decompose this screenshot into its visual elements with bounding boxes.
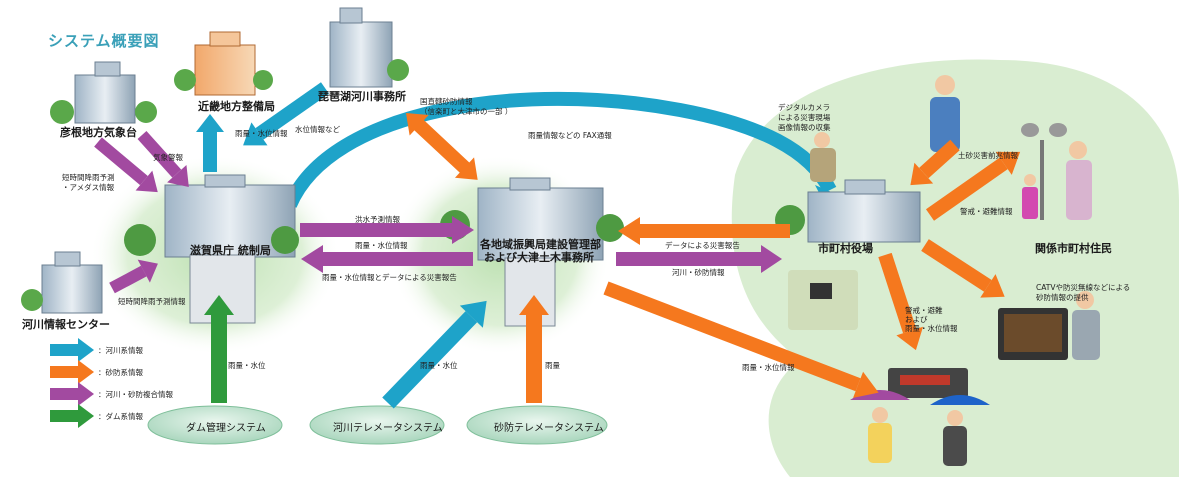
biwako-label: 琵琶湖河川事務所 bbox=[318, 90, 406, 103]
flow-keikai: 警戒・避難情報 bbox=[960, 207, 1013, 216]
kinki-label: 近畿地方整備局 bbox=[198, 100, 275, 113]
flow-digital-3: 画像情報の収集 bbox=[778, 123, 831, 132]
flow-doseki: 土砂災害前兆情報 bbox=[958, 151, 1018, 160]
legend-combined-label: ：河川・砂防複合情報 bbox=[98, 390, 173, 399]
flow-catv-1: CATVや防災無線などによる bbox=[1036, 283, 1131, 292]
municipal-building-icon bbox=[775, 179, 921, 243]
warning-signboard-icon bbox=[850, 368, 990, 466]
arrow-river-telemeter-to-regional bbox=[382, 300, 487, 409]
river-telemeter-ellipse bbox=[309, 405, 445, 445]
arrow-sabo-telemeter-to-regional bbox=[519, 295, 549, 403]
arrow-municipal-to-residents bbox=[925, 151, 1021, 221]
arrow-center-to-shiga bbox=[109, 259, 158, 294]
arrow-person-to-municipal bbox=[910, 139, 960, 186]
municipal-label: 市町村役場 bbox=[818, 242, 873, 255]
office-staff-icon bbox=[788, 270, 858, 330]
residents-label: 関係市町村住民 bbox=[1035, 242, 1112, 255]
diagram-title: システム概要図 bbox=[48, 32, 160, 50]
regional-label-1: 各地域振興局建設管理部 bbox=[480, 238, 601, 251]
arrow-biwako-to-shiga bbox=[243, 82, 330, 146]
dam-system-label: ダム管理システム bbox=[186, 423, 266, 434]
arrow-short-rain-to-shiga bbox=[94, 137, 158, 193]
flow-kokudo-1: 国直轄砂防情報 bbox=[420, 97, 473, 106]
flow-fax: 雨量情報などの FAX通報 bbox=[528, 131, 612, 140]
legend-sabo-arrow bbox=[50, 360, 94, 384]
arrow-municipal-to-signboard bbox=[878, 252, 924, 351]
flow-rain-level-shiga: 雨量・水位情報 bbox=[355, 241, 408, 250]
arrow-shiga-to-regional-forecast bbox=[300, 216, 474, 244]
arrow-regional-to-shiga bbox=[301, 245, 473, 273]
camera-worker-icon bbox=[810, 132, 836, 182]
kinki-building-icon bbox=[174, 31, 273, 96]
regional-label-2: および大津土木事務所 bbox=[484, 251, 594, 264]
flow-water-level: 水位情報など bbox=[295, 125, 340, 134]
legend-dam-label: ：ダム系情報 bbox=[98, 412, 143, 421]
flow-rain-level-kinki: 雨量・水位情報 bbox=[235, 129, 288, 138]
sabo-telemeter-ellipse bbox=[466, 405, 608, 445]
flow-flood-forecast: 洪水予測情報 bbox=[355, 215, 400, 224]
flow-short-rain: 短時間降雨予測 bbox=[62, 173, 115, 182]
siren-speaker-icon bbox=[1021, 123, 1067, 220]
sabo-telemeter-label: 砂防テレメータシステム bbox=[494, 423, 604, 434]
flow-digital-2: による災害現場 bbox=[778, 113, 831, 122]
hikone-building-icon bbox=[50, 61, 157, 124]
flow-data-report: データによる災害報告 bbox=[665, 241, 740, 250]
kasen-center-building-icon bbox=[21, 251, 103, 314]
catv-monitor-icon bbox=[998, 291, 1100, 360]
hikone-label: 彦根地方気象台 bbox=[60, 126, 137, 139]
biwako-building-icon bbox=[329, 7, 409, 88]
flow-keikai-1: 警戒・避難 bbox=[905, 306, 943, 315]
arrow-regional-to-signboard bbox=[603, 281, 879, 398]
legend-combined-arrow bbox=[50, 382, 94, 406]
flow-amedas: ・アメダス情報 bbox=[62, 183, 115, 192]
legend-sabo-label: ：砂防系情報 bbox=[98, 368, 143, 377]
shiga-label: 滋賀県庁 統制局 bbox=[190, 244, 271, 257]
flow-keikai-3: 雨量・水位情報 bbox=[905, 324, 958, 333]
flow-catv-2: 砂防情報の提供 bbox=[1036, 293, 1089, 302]
river-telemeter-label: 河川テレメータシステム bbox=[333, 423, 443, 434]
flow-kishou: 気象警報 bbox=[153, 153, 183, 162]
dam-system-ellipse bbox=[147, 405, 283, 445]
flow-river-sabo: 河川・砂防情報 bbox=[672, 268, 725, 277]
person-phone-icon bbox=[930, 75, 960, 152]
flow-keikai-2: および bbox=[905, 315, 928, 324]
flow-rain: 雨量 bbox=[545, 361, 560, 370]
kasen-center-label: 河川情報センター bbox=[22, 318, 110, 331]
arrow-dam-to-shiga bbox=[204, 295, 234, 403]
arrow-shiga-to-kinki bbox=[196, 114, 224, 172]
arrow-municipal-to-catv bbox=[921, 239, 1005, 298]
arrow-municipal-to-regional bbox=[618, 217, 790, 245]
residents-family-icon bbox=[1022, 141, 1092, 220]
arrow-kishou-to-shiga bbox=[137, 130, 189, 188]
flow-rain-level-data: 雨量・水位情報とデータによる災害報告 bbox=[322, 273, 457, 282]
flow-short-rain-center: 短時間降雨予測情報 bbox=[118, 297, 186, 306]
flow-rain-level-info: 雨量・水位情報 bbox=[742, 363, 795, 372]
legend-river-label: ：河川系情報 bbox=[98, 346, 143, 355]
flow-rain-level-river: 雨量・水位 bbox=[420, 361, 458, 370]
flow-kokudo-2: （信楽町と大津市の一部 ） bbox=[420, 107, 513, 116]
fax-arc-arrow bbox=[283, 91, 837, 208]
arrow-regional-to-municipal bbox=[616, 245, 782, 273]
flow-rain-level-dam: 雨量・水位 bbox=[228, 361, 266, 370]
flow-digital-1: デジタルカメラ bbox=[778, 103, 831, 112]
arrow-biwako-regional-sabo bbox=[406, 113, 478, 180]
legend-river-arrow bbox=[50, 338, 94, 362]
legend-dam-arrow bbox=[50, 404, 94, 428]
